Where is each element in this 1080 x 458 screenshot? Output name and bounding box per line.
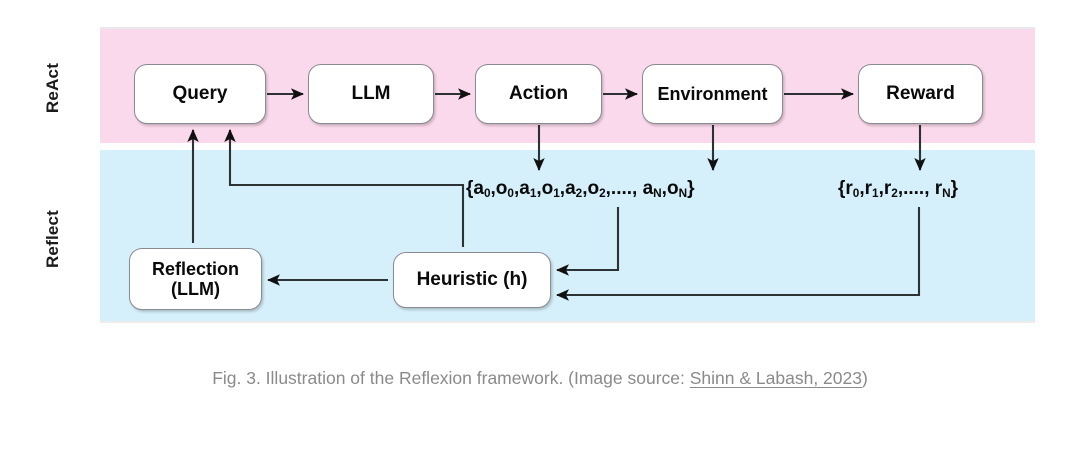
traj-t3: ,o <box>536 178 554 199</box>
traj-sub-7: N <box>678 187 688 201</box>
traj-t2: ,a <box>513 178 530 199</box>
node-heuristic[interactable]: Heuristic (h) <box>393 252 551 308</box>
rew-t1: ,r <box>859 178 873 199</box>
reflect-row-label: Reflect <box>43 209 62 269</box>
rew-sub-3: N <box>942 187 951 201</box>
traj-sub-3: 1 <box>553 187 560 201</box>
traj-sub-0: 0 <box>483 187 491 201</box>
rew-sub-2: 2 <box>891 187 898 201</box>
node-llm[interactable]: LLM <box>308 64 434 124</box>
traj-t4: ,a <box>559 178 576 199</box>
figure-caption: Fig. 3. Illustration of the Reflexion fr… <box>120 364 960 393</box>
rew-t3: ,...., r <box>897 178 943 199</box>
node-environment-label: Environment <box>657 83 768 104</box>
traj-sub-6: N <box>653 187 662 201</box>
rew-sub-1: 1 <box>872 187 879 201</box>
traj-sub-2: 1 <box>529 187 537 201</box>
traj-t1: ,o <box>490 178 508 199</box>
caption-source-link[interactable]: Shinn & Labash, 2023 <box>689 368 862 388</box>
trajectory-set-label: {a0,o0,a1,o1,a2,o2,...., aN,oN} <box>466 178 694 200</box>
traj-t5: ,o <box>582 178 600 199</box>
node-reflection[interactable]: Reflection (LLM) <box>129 248 262 310</box>
node-reward-label: Reward <box>886 83 955 105</box>
node-environment[interactable]: Environment <box>642 64 783 124</box>
node-action[interactable]: Action <box>475 64 602 124</box>
caption-suffix: ) <box>861 368 868 388</box>
node-action-label: Action <box>508 83 569 105</box>
rew-t2: ,r <box>878 178 892 199</box>
node-reflection-label-line1: Reflection <box>151 258 239 279</box>
traj-sub-5: 2 <box>599 187 606 201</box>
traj-open: {a <box>466 178 484 199</box>
node-reflection-label-line2: (LLM) <box>171 279 220 299</box>
caption-prefix: Fig. 3. Illustration of the Reflexion fr… <box>212 368 690 388</box>
traj-close: } <box>687 178 695 199</box>
traj-t7: ,o <box>661 178 679 199</box>
react-row-label: ReAct <box>43 62 62 114</box>
node-query-label: Query <box>172 83 228 105</box>
traj-sub-4: 2 <box>575 187 583 201</box>
rew-sub-0: 0 <box>852 187 860 201</box>
rew-open: {r <box>838 178 853 199</box>
traj-t6: ,...., a <box>605 178 654 199</box>
node-heuristic-label: Heuristic (h) <box>416 269 528 291</box>
node-reward[interactable]: Reward <box>858 64 983 124</box>
traj-sub-1: 0 <box>507 187 514 201</box>
reward-set-label: {r0,r1,r2,...., rN} <box>838 178 958 200</box>
node-llm-label: LLM <box>351 83 391 105</box>
node-query[interactable]: Query <box>134 64 266 124</box>
rew-close: } <box>950 178 959 199</box>
